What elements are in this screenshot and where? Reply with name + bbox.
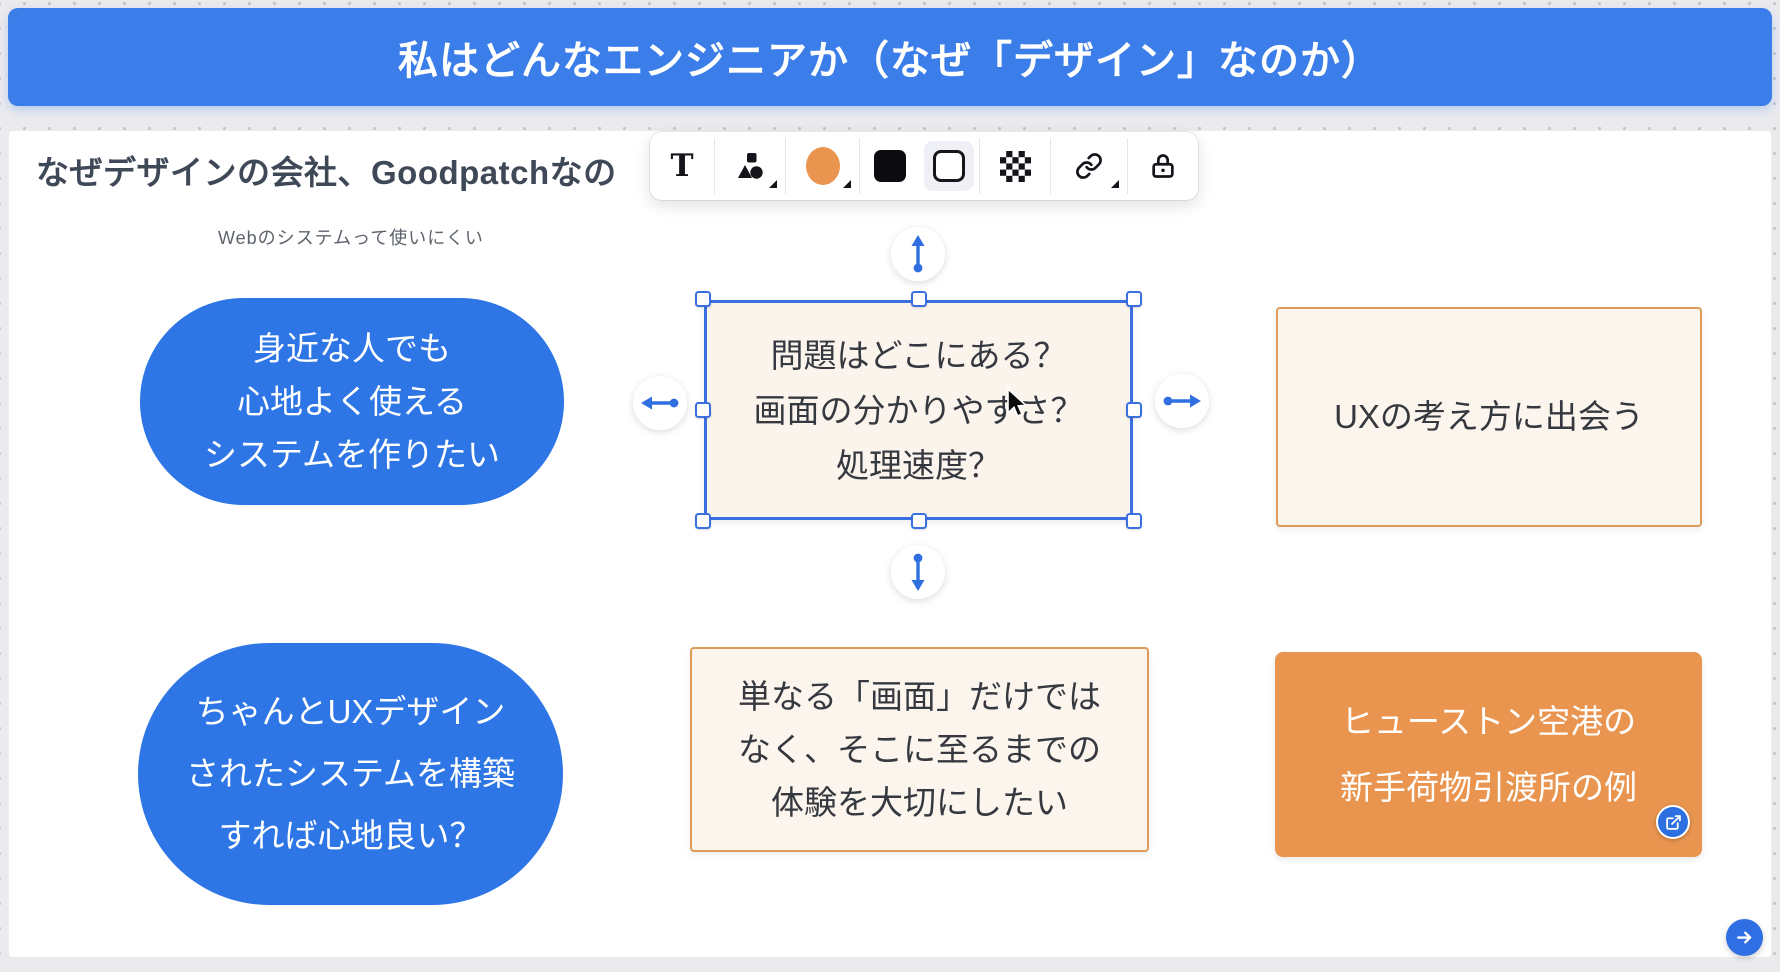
link-icon [1076, 153, 1102, 179]
fill-color-swatch [805, 147, 840, 185]
node-box-houston-airport[interactable]: ヒューストン空港の 新手荷物引渡所の例 [1275, 652, 1702, 857]
resize-handle-top-right[interactable] [1126, 291, 1142, 307]
resize-arrow-down-handle[interactable] [891, 545, 945, 599]
dropdown-caret-icon [769, 180, 777, 188]
arrow-down-dot-icon [911, 553, 925, 591]
arrow-right-icon [1736, 931, 1752, 944]
resize-handle-bottom-right[interactable] [1126, 513, 1142, 529]
node-text-line: 体験を大切にしたい [771, 784, 1068, 821]
text-icon: T [670, 147, 694, 184]
note-label-text[interactable]: Webのシステムって使いにくい [218, 228, 484, 248]
connector-adjust-right-handle[interactable] [1155, 374, 1209, 428]
node-text-line: 処理速度？ [836, 446, 1001, 484]
resize-arrow-up-handle[interactable] [891, 227, 945, 281]
node-text-line: すれば心地良い？ [218, 817, 483, 854]
node-text-line: ちゃんとUXデザイン [195, 693, 506, 730]
node-text-line: なく、そこに至るまでの [738, 731, 1101, 768]
slide-title-banner[interactable]: 私はどんなエンジニアか（なぜ「デザイン」なのか） [8, 8, 1772, 106]
external-link-icon [1665, 814, 1681, 830]
node-text-line: されたシステムを構築 [185, 755, 515, 792]
checkerboard-icon [999, 150, 1031, 182]
dropdown-caret-icon [843, 180, 851, 188]
open-link-badge[interactable] [1656, 805, 1690, 839]
arrow-left-dot-icon [641, 396, 679, 410]
resize-handle-middle-right[interactable] [1126, 402, 1142, 418]
node-text-line: ヒューストン空港の [1340, 702, 1637, 740]
toolbar-divider [1127, 138, 1128, 194]
pointer-icon [1007, 387, 1028, 418]
resize-handle-middle-left[interactable] [695, 402, 711, 418]
node-pill-want-system[interactable]: 身近な人でも 心地よく使える システムを作りたい [140, 298, 564, 505]
node-text-line: 単なる「画面」だけでは [738, 678, 1101, 715]
arrow-up-dot-icon [911, 235, 925, 273]
text-tool-button[interactable]: T [650, 132, 714, 200]
resize-handle-bottom-center[interactable] [910, 513, 927, 529]
fill-color-button[interactable] [786, 132, 859, 200]
white-swatch-button[interactable] [919, 132, 979, 200]
node-text-line: システムを作りたい [203, 436, 500, 473]
dropdown-caret-icon [1111, 180, 1119, 188]
node-text-line: 画面の分かりやすさ？ [753, 391, 1084, 429]
shapes-icon [737, 152, 763, 179]
resize-handle-bottom-left[interactable] [695, 513, 711, 529]
pattern-button[interactable] [980, 132, 1050, 200]
toolbar-divider [859, 138, 860, 194]
lock-icon [1152, 154, 1174, 178]
lock-button[interactable] [1128, 132, 1198, 200]
node-text-line: 心地よく使える [236, 383, 467, 420]
toolbar-divider [1050, 138, 1051, 194]
node-text-line: 新手荷物引渡所の例 [1340, 768, 1637, 806]
node-text-line: UXの考え方に出会う [1334, 398, 1644, 435]
node-text-line: 問題はどこにある？ [770, 336, 1067, 374]
resize-handle-top-left[interactable] [695, 291, 711, 307]
node-box-meet-ux[interactable]: UXの考え方に出会う [1276, 307, 1702, 527]
resize-handle-top-center[interactable] [910, 291, 927, 307]
node-text-line: 身近な人でも [253, 330, 451, 367]
black-swatch-button[interactable] [860, 132, 919, 200]
black-square-swatch [873, 150, 906, 182]
canvas-heading-text[interactable]: なぜデザインの会社、Goodpatchなの [36, 154, 617, 191]
format-toolbar: T [650, 132, 1198, 200]
toolbar-divider [979, 138, 980, 194]
node-pill-ux-designed[interactable]: ちゃんとUXデザイン されたシステムを構築 すれば心地良い？ [138, 643, 563, 905]
white-square-swatch [933, 150, 965, 182]
link-button[interactable] [1051, 132, 1127, 200]
selection-overlay [695, 291, 1142, 529]
toolbar-divider [714, 138, 715, 194]
node-box-where-problem-selected[interactable]: 問題はどこにある？ 画面の分かりやすさ？ 処理速度？ [704, 300, 1133, 520]
slide-title: 私はどんなエンジニアか（なぜ「デザイン」なのか） [398, 39, 1382, 83]
shape-tool-button[interactable] [715, 132, 785, 200]
mouse-cursor [1006, 387, 1030, 425]
connector-adjust-left-handle[interactable] [633, 376, 687, 430]
selected-highlight [924, 141, 974, 191]
arrow-right-dot-icon [1163, 394, 1201, 408]
next-page-button[interactable] [1726, 919, 1763, 956]
toolbar-divider [785, 138, 786, 194]
node-box-experience[interactable]: 単なる「画面」だけでは なく、そこに至るまでの 体験を大切にしたい [690, 647, 1149, 852]
